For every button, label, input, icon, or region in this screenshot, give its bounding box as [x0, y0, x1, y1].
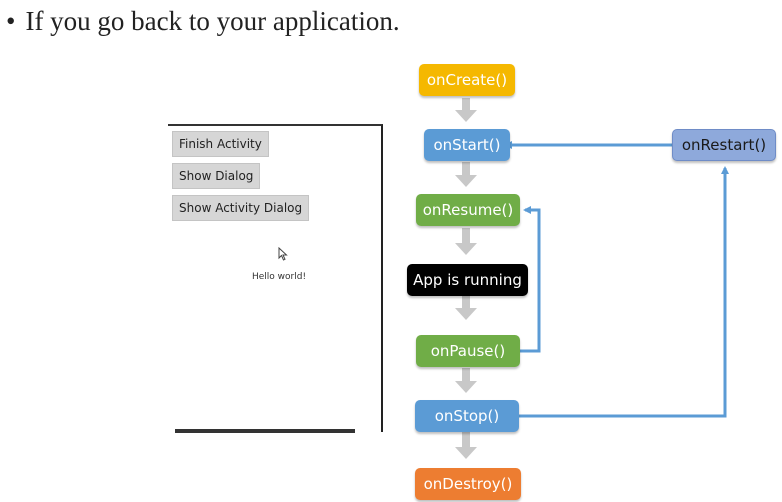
- bullet-marker: •: [6, 6, 16, 36]
- node-on-resume: onResume(): [416, 194, 520, 226]
- arrow-create-start: [455, 98, 477, 122]
- flow-arrows: [455, 98, 477, 459]
- arrow-resume-running: [455, 228, 477, 255]
- finish-activity-button[interactable]: Finish Activity: [172, 131, 269, 157]
- hello-world-text: Hello world!: [252, 272, 307, 282]
- arrow-pause-to-resume: [519, 206, 541, 353]
- screen-shadow: [175, 429, 355, 433]
- app-screen: Finish Activity Show Dialog Show Activit…: [168, 124, 383, 432]
- node-on-start: onStart(): [424, 129, 510, 161]
- arrow-stop-destroy: [455, 432, 477, 459]
- arrow-stop-to-restart: [519, 166, 729, 418]
- node-on-stop: onStop(): [415, 400, 519, 432]
- mouse-cursor-icon: [278, 247, 288, 261]
- node-on-pause: onPause(): [416, 335, 520, 367]
- bullet-heading: • If you go back to your application.: [6, 6, 400, 37]
- node-on-create: onCreate(): [419, 64, 515, 96]
- node-app-running: App is running: [407, 264, 528, 296]
- show-dialog-button[interactable]: Show Dialog: [172, 163, 261, 189]
- node-on-restart: onRestart(): [672, 129, 776, 161]
- loop-arrows: [504, 141, 729, 418]
- arrow-running-pause: [455, 294, 477, 320]
- arrow-pause-stop: [455, 368, 477, 393]
- arrow-start-resume: [455, 162, 477, 187]
- node-on-destroy: onDestroy(): [415, 468, 521, 500]
- show-activity-dialog-button[interactable]: Show Activity Dialog: [172, 195, 310, 221]
- heading-text: If you go back to your application.: [25, 6, 400, 36]
